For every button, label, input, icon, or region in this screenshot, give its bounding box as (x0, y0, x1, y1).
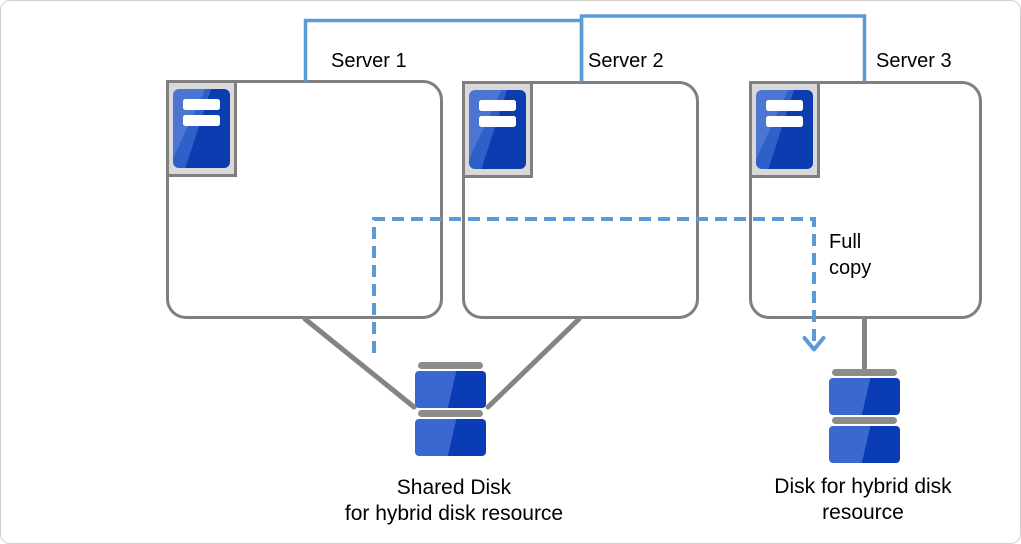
server3-icon (749, 81, 820, 178)
server2-label: Server 2 (588, 50, 664, 72)
server3-label: Server 3 (876, 50, 952, 72)
shared-disk-label-line2: for hybrid disk resource (344, 502, 564, 525)
disk-cap (832, 369, 897, 376)
hybrid-disk-label: Disk for hybrid disk resource (753, 474, 973, 526)
disk-cap (832, 417, 897, 424)
disk-platter (829, 426, 900, 463)
disk-platter (415, 419, 486, 456)
shared-disk-icon (415, 362, 486, 456)
hybrid-disk-label-line2: resource (822, 501, 904, 524)
full-copy-line2: copy (829, 257, 872, 279)
server-icon-slot (766, 116, 803, 127)
full-copy-arrowhead-icon (802, 336, 826, 352)
hybrid-disk-icon (829, 369, 900, 463)
shared-disk-label: Shared Disk for hybrid disk resource (324, 475, 584, 527)
disk-platter (415, 371, 486, 408)
server-icon-slot (766, 100, 803, 111)
full-copy-line1: Full (829, 231, 862, 253)
disk-cap (418, 362, 483, 369)
server1-icon (166, 80, 237, 177)
server2-icon (462, 81, 533, 178)
server-icon-panel (469, 90, 526, 169)
server-icon-slot (479, 116, 516, 127)
server1-shared-disk-line (302, 316, 417, 410)
server-icon-slot (183, 115, 220, 126)
disk-cap (418, 410, 483, 417)
server1-label: Server 1 (331, 50, 407, 72)
server2-shared-disk-line (485, 316, 582, 410)
server-icon-slot (479, 100, 516, 111)
shared-disk-label-line1: Shared Disk (396, 476, 512, 499)
hybrid-disk-label-line1: Disk for hybrid disk (774, 475, 952, 498)
server-icon-panel (173, 89, 230, 168)
disk-platter (829, 378, 900, 415)
full-copy-annotation: Full copy (829, 229, 871, 281)
server-icon-slot (183, 99, 220, 110)
server-icon-panel (756, 90, 813, 169)
